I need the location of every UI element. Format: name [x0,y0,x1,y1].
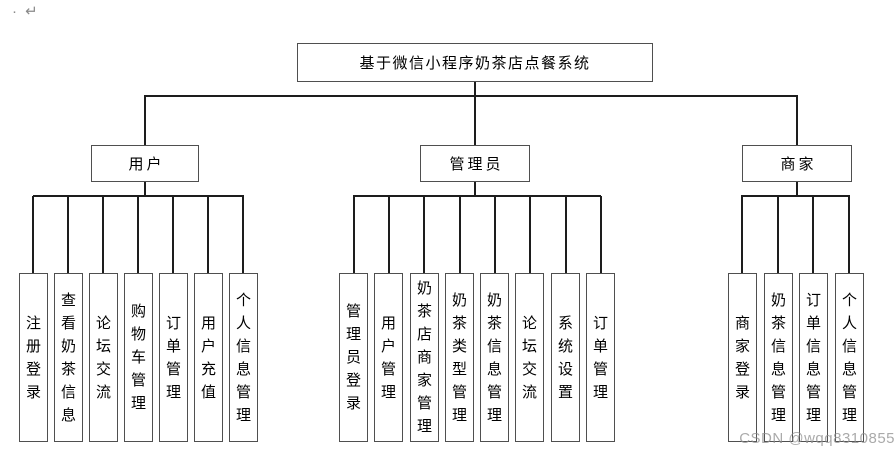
connector-admin-stem [474,182,476,196]
connector-main-bus [144,95,798,97]
connector-root-stem [474,82,476,96]
connector-leaf-drop [529,196,531,273]
connector-leaf-drop [600,196,602,273]
connector-drop-merchant [796,96,798,145]
connector-leaf-drop [242,196,244,273]
connector-leaf-drop [459,196,461,273]
leaf-view-milktea-info: 查看奶茶信息 [54,273,83,442]
leaf-milktea-info-management: 奶茶信息管理 [480,273,509,442]
leaf-forum-exchange: 论坛交流 [89,273,118,442]
connector-merchant-stem [796,182,798,196]
connector-leaf-drop [494,196,496,273]
connector-merchant-bus [741,195,850,197]
leaf-order-management-admin: 订单管理 [586,273,615,442]
connector-leaf-drop [741,196,743,273]
connector-leaf-drop [137,196,139,273]
node-merchant: 商家 [742,145,852,182]
leaf-merchant-login: 商家登录 [728,273,757,442]
connector-leaf-drop [353,196,355,273]
connector-user-stem [144,182,146,196]
connector-admin-bus [353,195,601,197]
connector-leaf-drop [812,196,814,273]
connector-leaf-drop [777,196,779,273]
leaf-register-login: 注册登录 [19,273,48,442]
connector-leaf-drop [388,196,390,273]
node-admin: 管理员 [420,145,530,182]
node-merchant-label: 商家 [780,156,817,173]
connector-leaf-drop [32,196,34,273]
leaf-milktea-info-management-merchant: 奶茶信息管理 [764,273,793,442]
node-admin-label: 管理员 [449,156,504,173]
leaf-milktea-shop-merchant-management: 奶茶店商家管理 [410,273,439,442]
node-user-label: 用户 [128,156,165,173]
connector-drop-user [144,96,146,145]
leaf-personal-info-management-merchant: 个人信息管理 [835,273,864,442]
connector-leaf-drop [67,196,69,273]
leaf-order-management: 订单管理 [159,273,188,442]
connector-leaf-drop [848,196,850,273]
leaf-user-recharge: 用户充值 [194,273,223,442]
connector-leaf-drop [172,196,174,273]
leaf-user-management: 用户管理 [374,273,403,442]
connector-leaf-drop [102,196,104,273]
leaf-forum-exchange-admin: 论坛交流 [515,273,544,442]
leaf-cart-management: 购物车管理 [124,273,153,442]
leaf-system-settings: 系统设置 [551,273,580,442]
root-node: 基于微信小程序奶茶店点餐系统 [297,43,653,82]
leaf-personal-info-management: 个人信息管理 [229,273,258,442]
paragraph-mark: · ↵ [12,3,40,20]
leaf-admin-login: 管理员登录 [339,273,368,442]
leaf-milktea-type-management: 奶茶类型管理 [445,273,474,442]
connector-leaf-drop [207,196,209,273]
csdn-watermark: CSDN @wqq8310855 [739,430,895,447]
node-user: 用户 [91,145,199,182]
leaf-order-info-management: 订单信息管理 [799,273,828,442]
connector-leaf-drop [423,196,425,273]
connector-leaf-drop [565,196,567,273]
connector-drop-admin [474,96,476,145]
root-node-label: 基于微信小程序奶茶店点餐系统 [359,55,591,72]
